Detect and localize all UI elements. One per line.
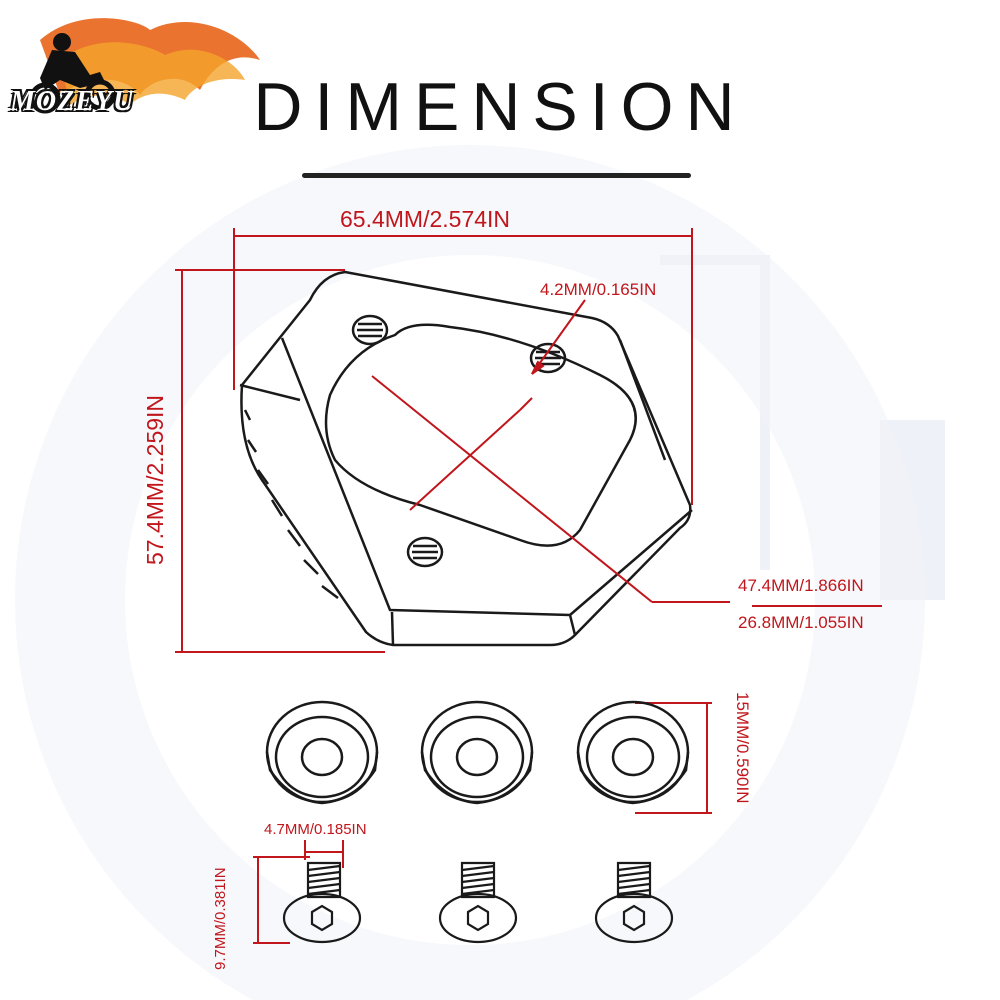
dimension-height-label: 57.4MM/2.259IN bbox=[142, 394, 168, 565]
screw-2 bbox=[438, 861, 518, 944]
dimension-screw-length-label: 9.7MM/0.381IN bbox=[212, 867, 229, 970]
mounting-hole-bottom bbox=[406, 536, 444, 568]
dimension-lines bbox=[175, 228, 882, 944]
screw-1 bbox=[282, 861, 362, 944]
side-stand-plate bbox=[239, 270, 693, 647]
background-watermark bbox=[15, 145, 945, 1000]
washer-3 bbox=[576, 700, 690, 805]
brand-logo-text: MOZEYU bbox=[10, 86, 135, 117]
mounting-hole-top-left bbox=[351, 314, 389, 346]
page-title: DIMENSION bbox=[253, 69, 747, 145]
screw-3 bbox=[594, 861, 674, 944]
dimension-screw-diameter-label: 4.7MM/0.185IN bbox=[264, 821, 367, 838]
washer-2 bbox=[420, 700, 534, 805]
dimension-hole-label: 4.2MM/0.165IN bbox=[540, 280, 657, 299]
dimension-diagonal-long-label: 47.4MM/1.866IN bbox=[738, 576, 864, 595]
motorcycle-rider-icon bbox=[29, 33, 116, 114]
title-underline bbox=[302, 173, 691, 178]
dimension-washer-label: 15MM/0.590IN bbox=[733, 692, 752, 804]
screws bbox=[282, 861, 674, 944]
brand-logo bbox=[29, 18, 260, 114]
washers bbox=[265, 700, 690, 805]
washer-1 bbox=[265, 700, 379, 805]
dimension-diagonal-short-label: 26.8MM/1.055IN bbox=[738, 613, 864, 632]
dimension-width-label: 65.4MM/2.574IN bbox=[340, 206, 511, 232]
